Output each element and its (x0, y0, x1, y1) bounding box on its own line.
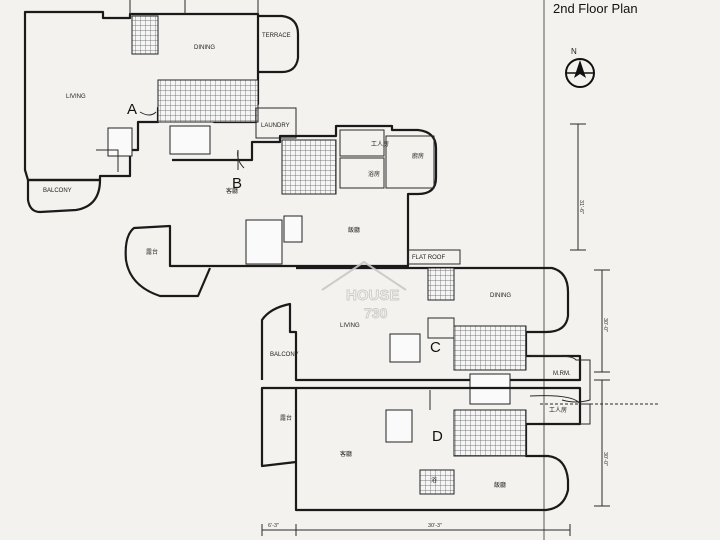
dim-right-upper: 31'-6" (578, 200, 584, 214)
room-label-living-a: LIVING (66, 94, 86, 100)
unit-d-outline (260, 386, 591, 512)
unit-a-kitchen (157, 79, 259, 123)
unit-a-stair (107, 127, 133, 157)
room-label-dining-d: 飯廳 (494, 481, 506, 489)
house730-watermark: HOUSE 730 (321, 260, 407, 321)
room-label-laundry: LAUNDRY (261, 123, 290, 129)
unit-a-bath (131, 15, 159, 55)
dim-right-mid: 30'-0" (602, 318, 608, 332)
room-label-balcony-b: 露台 (146, 248, 158, 256)
unit-c-outline (260, 266, 591, 405)
dim-right-lower: 30'-0" (602, 452, 608, 466)
room-label-flat-roof: FLAT ROOF (412, 255, 445, 261)
watermark-line2: 730 (364, 305, 388, 321)
unit-a-outline (23, 0, 300, 214)
room-label-kitchen-b: 廚房 (412, 152, 424, 160)
room-label-balcony-c: BALCONY (270, 352, 299, 358)
laundry-room (255, 107, 297, 139)
unit-label-c: C (430, 339, 441, 356)
room-label-maid-c: M.RM. (553, 371, 571, 377)
flat-roof (407, 249, 461, 265)
unit-c-bath (427, 267, 455, 301)
room-label-dining-b: 飯廳 (348, 226, 360, 234)
unit-d-bath (419, 469, 455, 495)
unit-d-stair (385, 409, 413, 443)
room-label-balcony-a: BALCONY (43, 188, 72, 194)
dimension-lines (261, 123, 660, 536)
unit-b-outline (124, 124, 438, 298)
room-label-living-c: LIVING (340, 323, 360, 329)
unit-label-a: A (127, 101, 137, 118)
plan-title: 2nd Floor Plan (553, 1, 638, 16)
unit-label-b: B (232, 175, 242, 192)
room-label-living-b: 客廳 (226, 187, 238, 195)
dim-bottom-left: 6'-3" (268, 523, 279, 529)
unit-c-stair (389, 333, 421, 363)
room-label-bath-b: 浴房 (368, 170, 380, 178)
north-label: N (571, 47, 577, 56)
unit-d-kitchen (453, 409, 527, 457)
unit-label-d: D (432, 428, 443, 445)
room-label-maid-b: 工人房 (371, 140, 389, 148)
room-label-balcony-d: 露台 (280, 414, 292, 422)
unit-c-kitchen (453, 325, 527, 371)
watermark-line1: HOUSE (346, 287, 399, 304)
dim-bottom-mid: 30'-3" (428, 523, 442, 529)
north-arrow-icon: N (565, 47, 595, 88)
room-label-maid-d: 工人房 (549, 406, 567, 414)
unit-b-stair (245, 219, 283, 265)
room-label-dining-a: DINING (194, 45, 215, 51)
room-label-wc-d: 浴 (431, 476, 437, 484)
room-label-terrace: TERRACE (262, 33, 291, 39)
room-label-living-d: 客廳 (340, 450, 352, 458)
room-label-dining-c: DINING (490, 293, 511, 299)
unit-b-kitchen (281, 139, 337, 195)
